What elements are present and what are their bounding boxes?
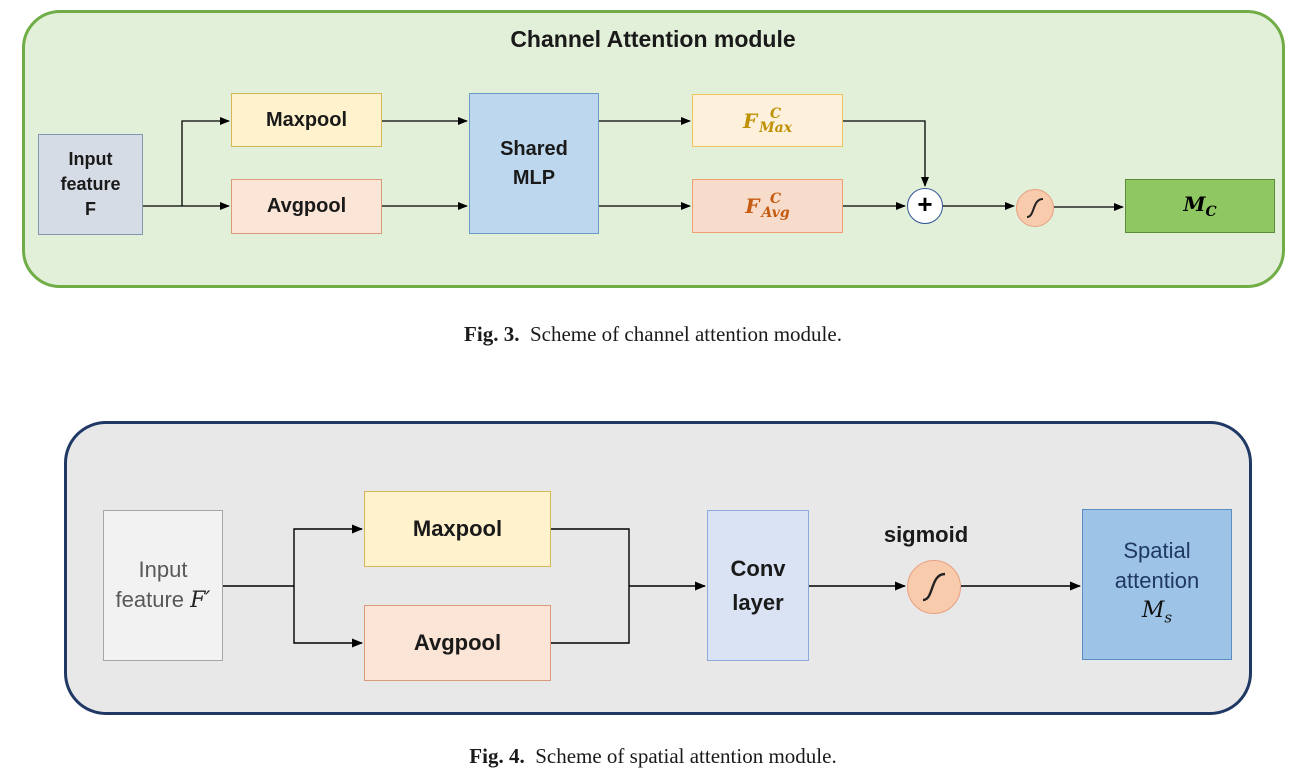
ca-sigmoid-node — [1016, 189, 1054, 227]
sa-avgpool-box: Avgpool — [364, 605, 551, 681]
ca-f-max-sup: C — [770, 105, 782, 122]
sa-input-line2: feature — [115, 587, 185, 612]
sa-maxpool-box: Maxpool — [364, 491, 551, 567]
sa-input-box: Input feature F′ — [103, 510, 223, 661]
ca-avgpool-box: Avgpool — [231, 179, 382, 234]
fig4-caption: Fig. 4. Scheme of spatial attention modu… — [0, 744, 1306, 769]
fig4-caption-label: Fig. 4. — [469, 744, 525, 768]
channel-attention-panel — [22, 10, 1285, 288]
ca-f-avg-box: F C Avg — [692, 179, 843, 233]
ca-input-box: Input feature F — [38, 134, 143, 235]
ca-mlp-line1: Shared — [500, 137, 568, 160]
sa-sigmoid-node — [907, 560, 961, 614]
ca-f-max-sub: Max — [759, 119, 793, 136]
sa-input-line1: Input — [138, 557, 188, 582]
sa-output-base: M — [1141, 598, 1165, 624]
ca-input-line1: Input — [68, 149, 113, 169]
sa-output-var: Ms — [1142, 596, 1172, 632]
sa-input-line2-wrap: feature F′ — [116, 585, 211, 616]
sa-sigmoid-icon — [922, 572, 946, 602]
ca-output-base: M — [1183, 192, 1206, 216]
ca-output-box: MC — [1125, 179, 1275, 233]
ca-shared-mlp-box: Shared MLP — [469, 93, 599, 234]
sa-avgpool-label: Avgpool — [413, 630, 502, 655]
ca-sigmoid-icon — [1026, 198, 1044, 218]
sa-output-sub: s — [1164, 608, 1173, 627]
ca-input-line3: F — [85, 199, 96, 219]
fig3-caption: Fig. 3. Scheme of channel attention modu… — [0, 322, 1306, 347]
ca-output-sub: C — [1205, 204, 1217, 220]
fig4-caption-text: Scheme of spatial attention module. — [535, 744, 837, 768]
sa-input-var: F′ — [190, 588, 211, 613]
ca-f-avg-base: F — [745, 194, 760, 218]
ca-f-max-base: F — [742, 108, 758, 133]
ca-f-avg-sub: Avg — [761, 205, 790, 221]
ca-f-max-box: F C Max — [692, 94, 843, 147]
ca-avgpool-label: Avgpool — [266, 195, 347, 217]
sa-maxpool-label: Maxpool — [412, 516, 503, 541]
sa-conv-line1: Conv — [730, 555, 786, 581]
fig3-caption-text: Scheme of channel attention module. — [529, 322, 842, 346]
spatial-attention-panel — [64, 421, 1252, 715]
ca-sum-node: + — [907, 188, 943, 224]
fig3-caption-label: Fig. 3. — [464, 322, 520, 346]
sa-conv-line2: layer — [732, 589, 784, 615]
sa-output-line1: Spatial — [1123, 538, 1191, 564]
channel-attention-title: Channel Attention module — [510, 26, 796, 52]
ca-f-avg-sup: C — [770, 191, 782, 207]
ca-maxpool-box: Maxpool — [231, 93, 382, 147]
sa-sigmoid-label: sigmoid — [883, 522, 969, 547]
sa-output-line2: attention — [1114, 568, 1200, 594]
ca-maxpool-label: Maxpool — [265, 108, 348, 131]
sa-output-box: Spatial attention Ms — [1082, 509, 1232, 660]
sa-conv-box: Conv layer — [707, 510, 809, 661]
ca-plus-label: + — [917, 189, 933, 219]
ca-mlp-line2: MLP — [512, 166, 556, 189]
ca-input-line2: feature — [60, 174, 121, 194]
